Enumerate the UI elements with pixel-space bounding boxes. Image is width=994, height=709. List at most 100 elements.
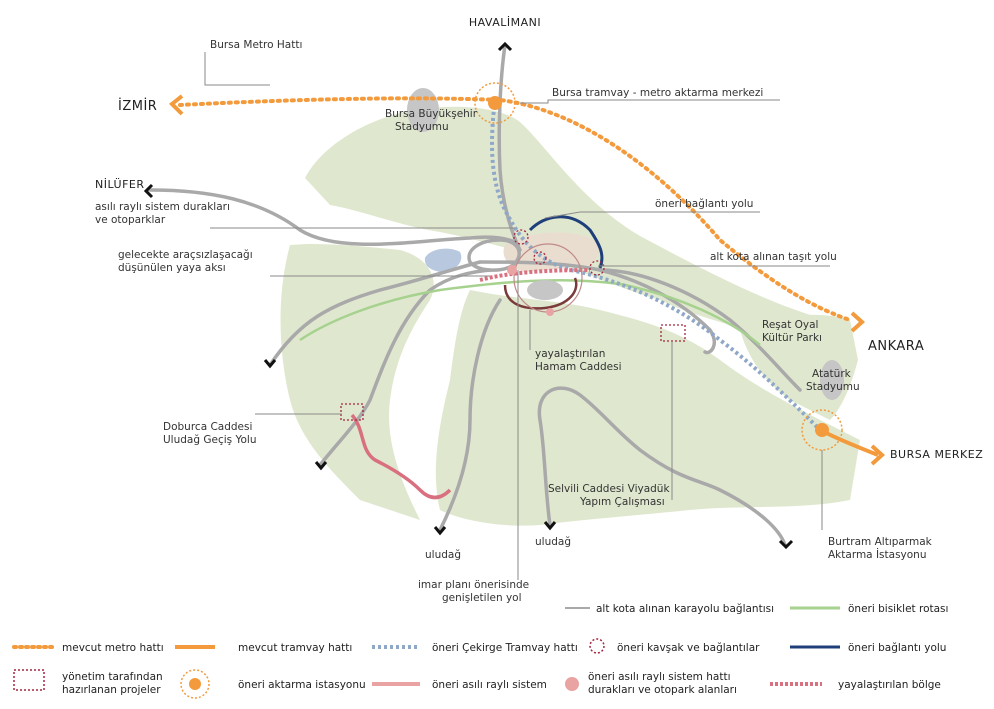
- road-west-loop: [268, 260, 482, 367]
- label-metro-line: Bursa Metro Hattı: [210, 39, 302, 51]
- legend: alt kota alınan karayolu bağlantısı öner…: [12, 603, 948, 699]
- bursa-merkez-arrow: [870, 444, 885, 466]
- road-west-south: [318, 268, 492, 467]
- legend-mgmt-swatch: [13, 669, 45, 691]
- junction-1: [513, 229, 529, 245]
- chevron-uludag-2: [543, 521, 557, 531]
- hamam-grey: [527, 280, 563, 300]
- rail-stop-2: [546, 308, 554, 316]
- legend-tram: mevcut tramvay hattı: [238, 642, 352, 654]
- legend-transfer-dot: [189, 678, 201, 690]
- chevron-south-east: [778, 539, 794, 550]
- izmir-arrow: [169, 94, 184, 116]
- label-burtram-l2: Aktarma İstasyonu: [828, 548, 926, 561]
- legend-rail-stops-swatch: [565, 677, 579, 691]
- road-uludag-2: [537, 386, 787, 547]
- label-selvili-l1: Selvili Caddesi Viyadük: [548, 483, 670, 495]
- junction-2: [533, 251, 547, 265]
- leader-lines: [204, 52, 830, 580]
- doburca-rail: [350, 413, 452, 500]
- mgmt-project-selvili: [660, 324, 686, 342]
- lake-area: [424, 248, 462, 272]
- legend-connection: öneri bağlantı yolu: [848, 642, 946, 654]
- hamam-street: [503, 277, 578, 310]
- road-north: [497, 43, 522, 252]
- road-east: [598, 268, 802, 392]
- hub-ring-airport: [474, 82, 516, 124]
- label-doburca-l2: Uludağ Geçiş Yolu: [163, 434, 256, 446]
- green-area-south: [435, 290, 860, 526]
- label-stadium-1-l1: Bursa Büyükşehir: [385, 108, 478, 120]
- green-area-west: [280, 243, 434, 520]
- label-lowered-vehicle: alt kota alınan taşıt yolu: [710, 251, 837, 263]
- leader-connection: [544, 211, 760, 219]
- legend-mgmt-l1: yönetim tarafından: [62, 671, 163, 683]
- road-nilufer: [148, 188, 517, 247]
- rail-stops: [507, 265, 554, 316]
- cekirge-tram-line: [490, 99, 822, 432]
- label-tram-metro-hub: Bursa tramvay - metro aktarma merkezi: [552, 87, 763, 99]
- label-stadium-2-l2: Stadyumu: [806, 381, 860, 393]
- map-labels: HAVALİMANI İZMİR NİLÜFER ANKARA BURSA ME…: [95, 16, 983, 604]
- label-ankara: ANKARA: [868, 339, 924, 354]
- label-rail-stops-l2: ve otoparklar: [95, 214, 166, 226]
- chevron-west: [263, 359, 277, 369]
- legend-junction-swatch: [589, 638, 605, 654]
- legend-suspended-rail: öneri asılı raylı sistem: [432, 679, 547, 691]
- legend-mgmt-l2: hazırlanan projeler: [62, 684, 161, 696]
- label-doburca-l1: Doburca Caddesi: [163, 421, 252, 433]
- chevron-havalimani: [497, 41, 513, 52]
- label-imar-l2: genişletilen yol: [442, 592, 522, 604]
- legend-bike-route: öneri bisiklet rotası: [848, 603, 948, 615]
- label-imar-l1: imar planı önerisinde: [418, 579, 529, 591]
- junction-3: [589, 260, 605, 276]
- leader-metro: [204, 52, 270, 86]
- label-nilufer: NİLÜFER: [95, 178, 145, 191]
- ped-zone: [479, 268, 591, 282]
- chevron-southwest: [314, 461, 328, 471]
- label-park-l2: Kültür Parkı: [762, 332, 822, 344]
- ankara-arrow: [850, 311, 865, 333]
- label-hamam-l1: yayalaştırılan: [535, 348, 605, 360]
- hub-dot-burtram: [815, 423, 829, 437]
- label-selvili-l2: Yapım Çalışması: [579, 496, 665, 508]
- label-rail-stops-l1: asılı raylı sistem durakları: [95, 201, 230, 213]
- legend-junction: öneri kavşak ve bağlantılar: [617, 642, 760, 654]
- label-stadium-1-l2: Stadyumu: [395, 121, 449, 133]
- legend-lowered-road: alt kota alınan karayolu bağlantısı: [596, 603, 774, 615]
- leader-hub: [520, 99, 780, 104]
- bike-route: [299, 278, 761, 346]
- label-park-l1: Reşat Oyal: [762, 319, 818, 331]
- junctions: [513, 229, 605, 276]
- hub-dot-airport: [488, 96, 502, 110]
- chevrons: [143, 41, 794, 550]
- chevron-uludag-1: [433, 526, 447, 536]
- metro-line: [178, 96, 852, 322]
- label-hamam-l2: Hamam Caddesi: [535, 361, 622, 373]
- chevron-nilufer: [143, 183, 154, 199]
- label-burtram-l1: Burtram Altıparmak: [828, 536, 933, 548]
- legend-rail-stops-l2: durakları ve otopark alanları: [588, 684, 737, 696]
- label-uludag-2: uludağ: [535, 536, 571, 548]
- road-inner-loop: [467, 238, 521, 272]
- label-havalimani: HAVALİMANI: [469, 16, 541, 29]
- connection-road: [528, 215, 604, 269]
- legend-transfer-station: öneri aktarma istasyonu: [238, 679, 366, 691]
- legend-ped-zone: yayalaştırılan bölge: [838, 679, 941, 691]
- road-uludag-1: [438, 298, 502, 532]
- rail-stop-1: [507, 265, 517, 275]
- green-areas: [280, 88, 860, 526]
- label-connection-road: öneri bağlantı yolu: [655, 198, 753, 210]
- label-ped-axis-l1: gelecekte araçsızlaşacağı: [118, 249, 253, 261]
- label-bursa-merkez: BURSA MERKEZ: [890, 448, 983, 461]
- legend-cekirge: öneri Çekirge Tramvay hattı: [432, 642, 578, 654]
- legend-metro: mevcut metro hattı: [62, 642, 164, 654]
- label-uludag-1: uludağ: [425, 549, 461, 561]
- label-ped-axis-l2: düşünülen yaya aksı: [118, 262, 226, 274]
- transfer-stations: [474, 82, 843, 451]
- label-izmir: İZMİR: [118, 98, 157, 114]
- mgmt-project-doburca: [340, 403, 364, 421]
- stadium-2-shape: [820, 360, 844, 400]
- legend-transfer-ring: [180, 669, 210, 699]
